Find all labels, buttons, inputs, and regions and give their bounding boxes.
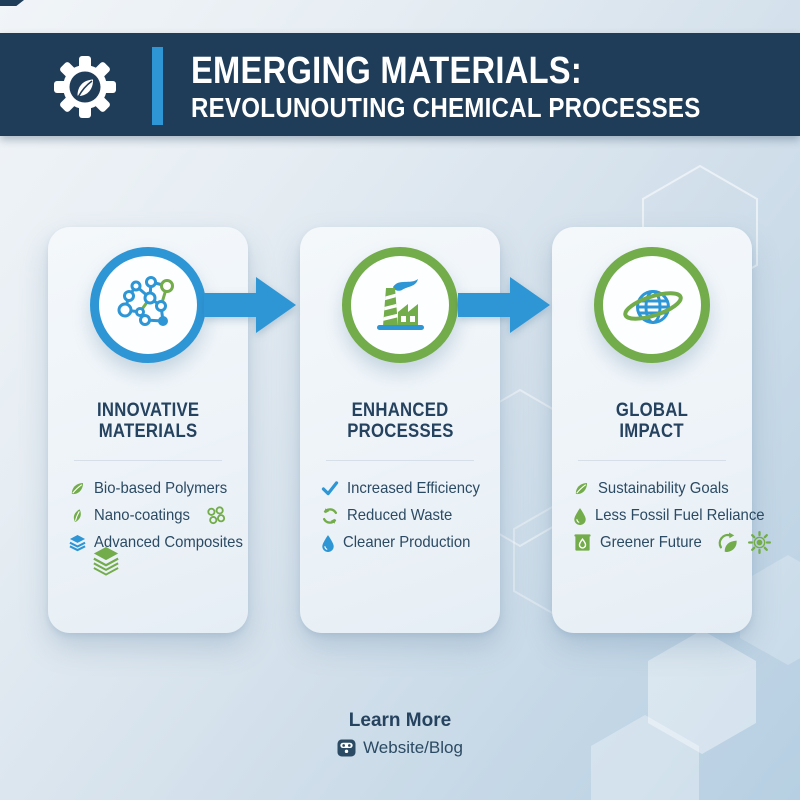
recycle-icon bbox=[321, 507, 339, 525]
sun-icon bbox=[748, 531, 772, 554]
globe-orbit-icon bbox=[617, 270, 687, 340]
divider bbox=[74, 460, 222, 461]
divider bbox=[326, 460, 474, 461]
learn-more-label: Learn More bbox=[348, 710, 452, 731]
layers-green-icon bbox=[92, 546, 120, 576]
feature-item: Increased Efficiency bbox=[321, 478, 495, 499]
feature-item: Less Fossil Fuel Reliance bbox=[573, 505, 765, 526]
flow-arrow-1 bbox=[204, 275, 296, 335]
barrel-icon bbox=[573, 533, 592, 552]
droplet-green-icon bbox=[573, 507, 587, 525]
recycle-leaf-icon bbox=[717, 532, 740, 553]
accent-bar bbox=[152, 47, 163, 125]
droplet-blue-icon bbox=[321, 534, 335, 552]
website-blog-label: Website/Blog bbox=[363, 738, 463, 757]
divider bbox=[578, 460, 726, 461]
flow-arrow-2 bbox=[458, 275, 550, 335]
feature-item: Reduced Waste bbox=[321, 505, 495, 526]
leaf-filled-icon bbox=[69, 507, 86, 524]
factory-icon-ring bbox=[342, 247, 458, 363]
header-banner: EMERGING MATERIALS: REVOLUNOUTING CHEMIC… bbox=[0, 33, 800, 136]
molecule-cluster-icon bbox=[205, 506, 227, 525]
gear-leaf-icon bbox=[53, 55, 117, 119]
feature-item: Nano-coatings bbox=[69, 505, 243, 526]
leaf-icon bbox=[69, 480, 86, 497]
website-blog-link[interactable]: Website/Blog bbox=[0, 738, 800, 758]
feature-item: Greener Future bbox=[573, 531, 772, 554]
title-line-1: EMERGING MATERIALS: bbox=[191, 50, 583, 92]
layers-blue-icon bbox=[69, 534, 86, 552]
feature-item: Sustainability Goals bbox=[573, 478, 747, 499]
factory-icon bbox=[365, 270, 435, 340]
title-line-2: REVOLUNOUTING CHEMICAL PROCESSES bbox=[191, 92, 701, 123]
website-icon bbox=[337, 739, 356, 757]
leaf-icon bbox=[573, 480, 590, 497]
molecule-icon bbox=[113, 270, 183, 340]
page-title: EMERGING MATERIALS: REVOLUNOUTING CHEMIC… bbox=[191, 51, 783, 123]
globe-orbit-icon-ring bbox=[594, 247, 710, 363]
feature-item: Bio-based Polymers bbox=[69, 478, 243, 499]
molecule-icon-ring bbox=[90, 247, 206, 363]
corner-decoration bbox=[0, 0, 24, 6]
feature-item: Advanced Composites bbox=[69, 532, 243, 553]
feature-item: Cleaner Production bbox=[321, 532, 495, 553]
check-icon bbox=[321, 481, 339, 496]
